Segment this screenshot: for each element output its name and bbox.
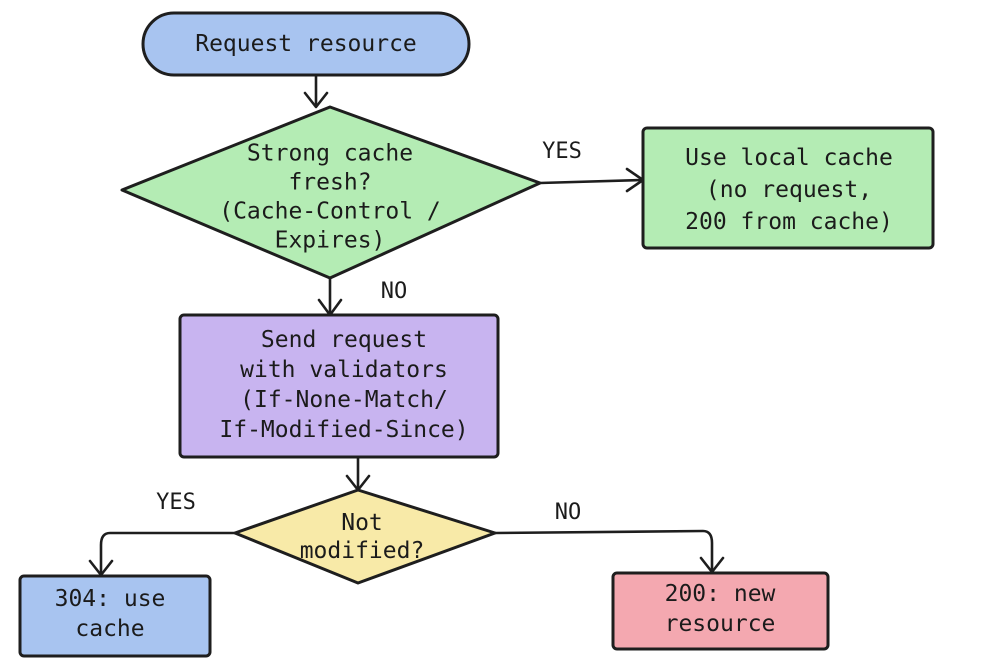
node-send-request-validators-shape [178, 313, 500, 459]
send-request-validators-line-2: with validators [240, 357, 448, 383]
node-send-request-validators-text: Send request with validators (If-None-Matc… [219, 327, 468, 443]
edge-strong-cache-yes [538, 167, 645, 193]
send-request-validators-line-1: Send request [261, 327, 427, 353]
edge-not-modified-no [493, 529, 725, 574]
node-not-modified-decision-shape [233, 488, 497, 585]
node-use-cache-304: 304: use cache [18, 574, 212, 658]
strong-cache-decision-line-4: Expires) [275, 227, 386, 253]
node-request-resource-shape [141, 11, 471, 77]
node-strong-cache-decision-shape [120, 105, 542, 280]
node-use-cache-304-shape [18, 574, 212, 658]
send-request-validators-line-3: (If-None-Match/ [240, 387, 448, 413]
edge-validators-to-not-modified [345, 455, 371, 492]
edge-label-not-modified-yes: YES [156, 490, 196, 515]
node-strong-cache-decision: Strong cache fresh? (Cache-Control / Expire… [120, 105, 542, 280]
node-use-local-cache-shape [641, 126, 935, 250]
use-local-cache-line-2: (no request, [706, 177, 872, 203]
edge-not-modified-yes [88, 531, 237, 577]
node-new-resource-200: 200: new resource [611, 571, 830, 651]
edge-label-strong-cache-no: NO [381, 279, 408, 304]
edge-strong-cache-no [317, 276, 343, 317]
use-local-cache-line-1: Use local cache [685, 145, 893, 171]
edge-label-not-modified-no: NO [555, 500, 582, 525]
strong-cache-decision-line-1: Strong cache [247, 140, 413, 166]
send-request-validators-line-4: If-Modified-Since) [219, 417, 468, 443]
new-resource-200-line-1: 200: new [665, 581, 776, 607]
use-cache-304-line-2: cache [75, 616, 144, 642]
strong-cache-decision-line-3: (Cache-Control / [219, 198, 441, 224]
node-request-resource: Request resource [141, 11, 471, 77]
strong-cache-decision-line-2: fresh? [288, 169, 371, 195]
not-modified-decision-line-1: Not [341, 510, 383, 536]
node-request-resource-text: Request resource [195, 31, 417, 57]
node-strong-cache-decision-text: Strong cache fresh? (Cache-Control / Expire… [219, 140, 441, 253]
not-modified-decision-line-2: modified? [300, 538, 425, 564]
new-resource-200-line-2: resource [665, 611, 776, 637]
node-use-local-cache: Use local cache (no request, 200 from cach… [641, 126, 935, 250]
edge-label-strong-cache-yes: YES [542, 139, 582, 164]
edge-request-to-strong-cache [303, 73, 329, 109]
node-new-resource-200-text: 200: new resource [665, 581, 776, 637]
node-new-resource-200-shape [611, 571, 830, 651]
node-send-request-validators: Send request with validators (If-None-Matc… [178, 313, 500, 459]
node-use-cache-304-text: 304: use cache [55, 586, 166, 642]
request-resource-line-1: Request resource [195, 31, 417, 57]
use-local-cache-line-3: 200 from cache) [685, 209, 893, 235]
use-cache-304-line-1: 304: use [55, 586, 166, 612]
node-use-local-cache-text: Use local cache (no request, 200 from cach… [685, 145, 893, 235]
